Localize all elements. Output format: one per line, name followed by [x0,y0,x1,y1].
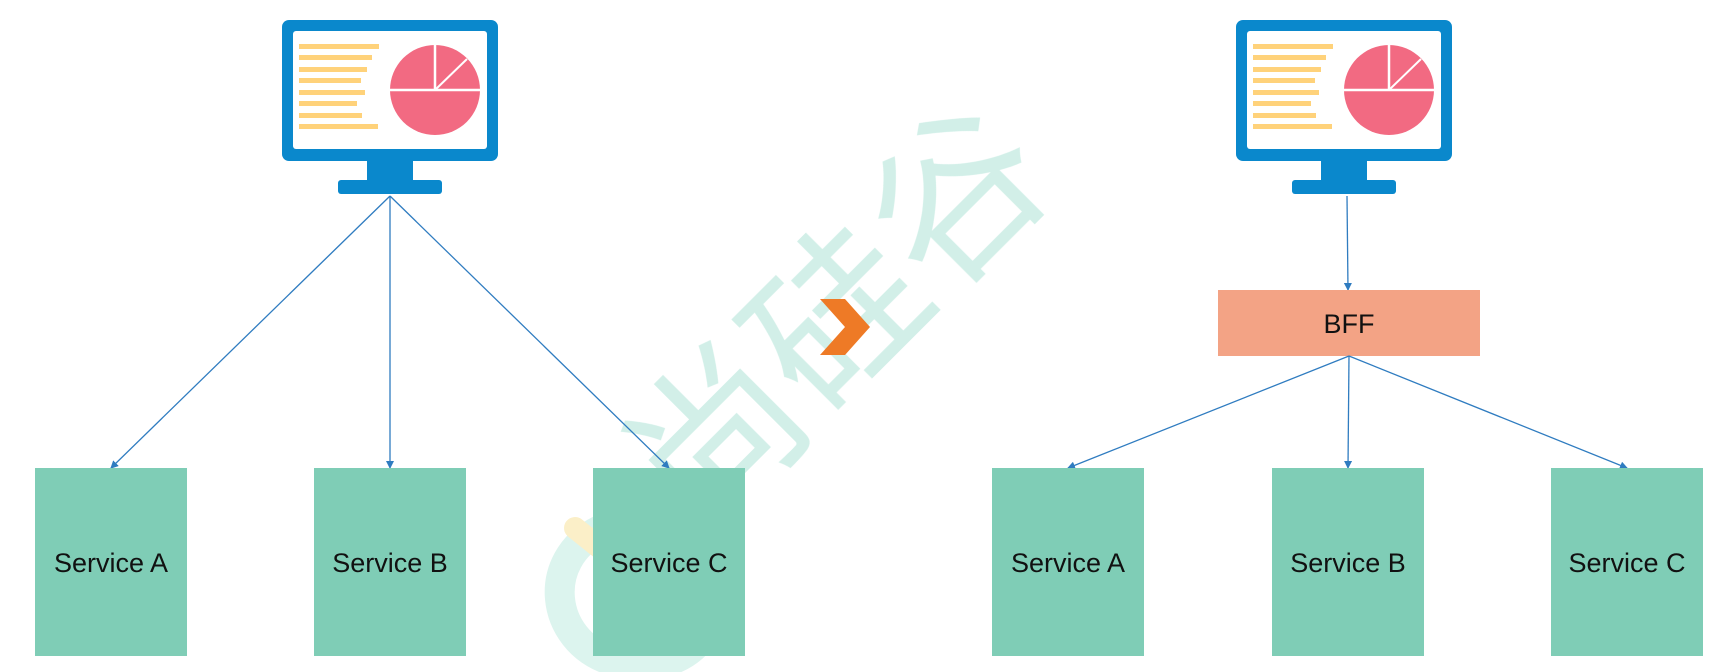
service-box [35,468,187,656]
left-service-a: Service A [35,468,187,656]
right-monitor-icon [1234,18,1454,196]
service-box [1551,468,1703,656]
service-label: Service B [1290,548,1406,578]
arrow-to-bff [1343,195,1352,291]
left-monitor-icon [280,18,500,196]
right-service-b: Service B [1272,468,1424,656]
right-service-a: Service A [992,468,1144,656]
arrow-to-service-a [110,195,391,469]
bff-box [1218,290,1480,356]
right-diagram: BFF Service A Service B Service C [992,18,1703,656]
service-label: Service C [1568,548,1685,578]
bff-label: BFF [1324,309,1375,339]
service-box [314,468,466,656]
service-label: Service A [54,548,168,578]
service-box [593,468,745,656]
arrow-bff-to-service-a [1067,355,1350,470]
service-label: Service B [332,548,448,578]
right-arrows [1067,355,1628,470]
left-diagram: Service A Service B Service C [35,18,745,656]
service-box [992,468,1144,656]
left-service-b: Service B [314,468,466,656]
chevron-right-icon [820,299,870,355]
left-service-c: Service C [593,468,745,656]
arrow-bff-to-service-b [1344,355,1353,469]
service-label: Service C [610,548,727,578]
left-arrows [110,195,670,469]
service-label: Service A [1011,548,1125,578]
service-box [1272,468,1424,656]
arrow-to-service-c [389,195,670,469]
right-service-c: Service C [1551,468,1703,656]
bff-node: BFF [1218,290,1480,356]
arrow-bff-to-service-c [1348,355,1628,470]
